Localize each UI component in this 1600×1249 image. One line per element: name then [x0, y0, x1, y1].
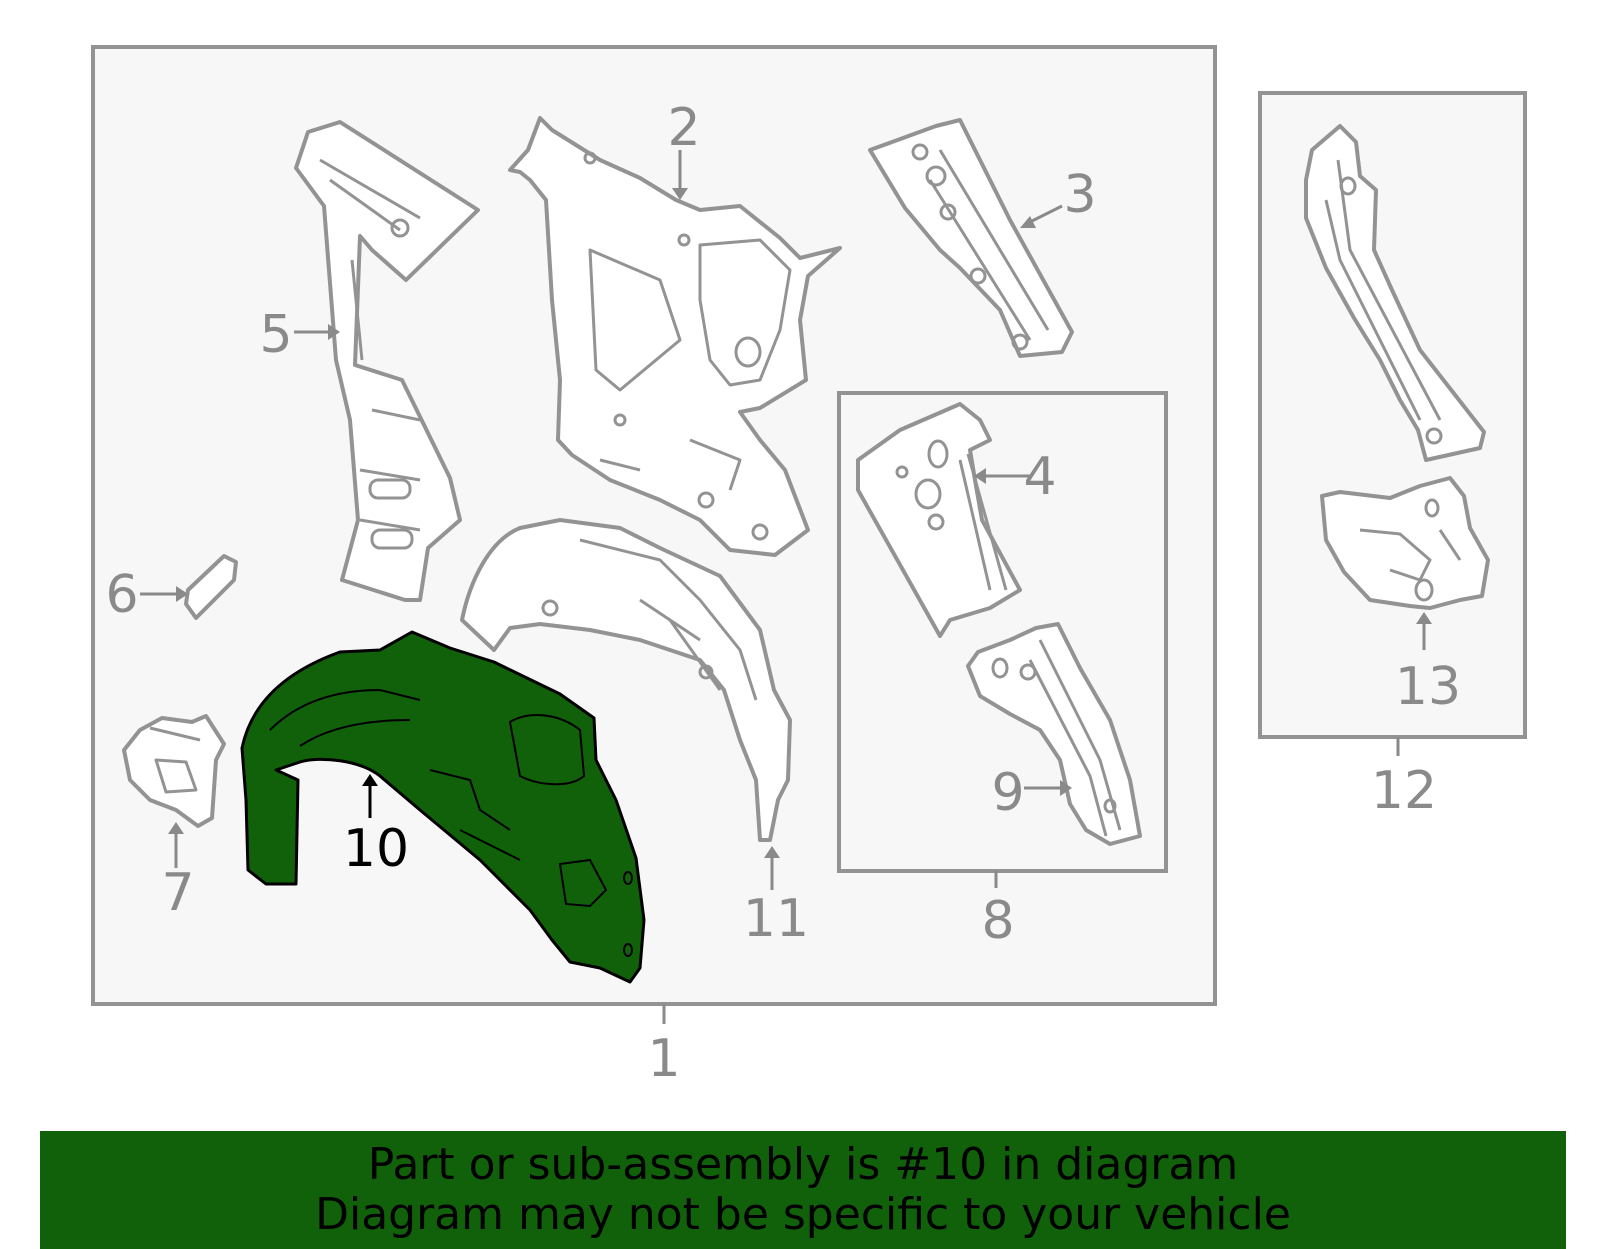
- part-11-shape[interactable]: [460, 518, 792, 842]
- callout-1: 1: [647, 1029, 680, 1089]
- callout-3: 3: [1063, 165, 1096, 225]
- part-10-shape[interactable]: [240, 630, 646, 984]
- info-banner: Part or sub-assembly is #10 in diagram D…: [40, 1131, 1566, 1249]
- callout-8: 8: [981, 891, 1014, 951]
- callout-7: 7: [161, 863, 194, 923]
- callout-9: 9: [991, 763, 1024, 823]
- part-9-shape[interactable]: [966, 622, 1142, 846]
- callout-11: 11: [743, 889, 809, 949]
- part-6-shape[interactable]: [184, 554, 238, 620]
- callout-13: 13: [1395, 657, 1461, 717]
- callout-6: 6: [105, 565, 138, 625]
- callout-12: 12: [1371, 761, 1437, 821]
- part-13-shape[interactable]: [1320, 476, 1490, 610]
- part-5-shape[interactable]: [294, 120, 480, 602]
- assembly-12-box: [1258, 91, 1527, 739]
- callout-10: 10: [343, 819, 409, 879]
- part-3-shape[interactable]: [868, 118, 1074, 358]
- part-10-fill: [240, 630, 646, 984]
- callout-2: 2: [667, 98, 700, 158]
- banner-line-1: Part or sub-assembly is #10 in diagram: [367, 1139, 1239, 1190]
- part-12-shape[interactable]: [1304, 124, 1486, 462]
- part-4-shape[interactable]: [856, 402, 1022, 638]
- leader-lines: [140, 150, 1432, 1024]
- banner-line-2: Diagram may not be specific to your vehi…: [315, 1189, 1291, 1240]
- callout-5: 5: [259, 305, 292, 365]
- callout-4: 4: [1023, 447, 1056, 507]
- part-7-shape[interactable]: [122, 714, 226, 828]
- part-2-shape[interactable]: [508, 116, 842, 557]
